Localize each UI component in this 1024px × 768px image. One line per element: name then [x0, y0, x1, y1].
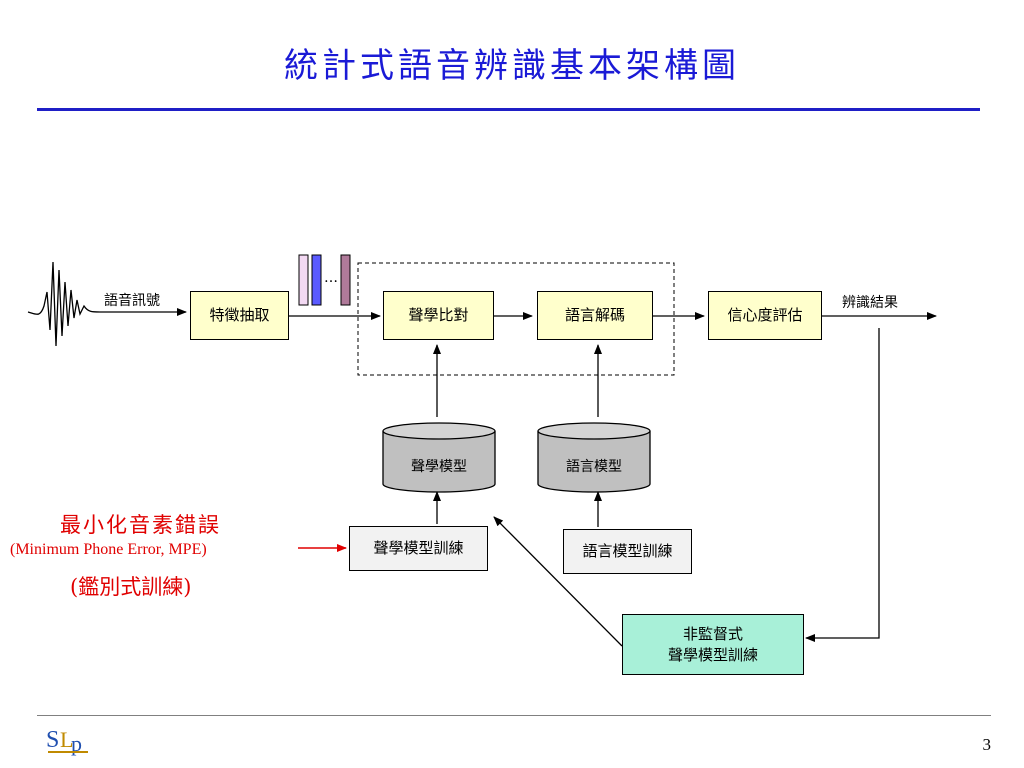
waveform-icon — [27, 261, 101, 347]
svg-text:L: L — [60, 727, 73, 752]
acoustic-model-label: 聲學模型 — [411, 459, 467, 475]
svg-text:S: S — [46, 727, 59, 753]
confidence-measure-block: 信心度評估 — [708, 291, 822, 340]
mpe-note: (鑑別式訓練) — [70, 575, 192, 599]
feature-vector — [298, 254, 309, 306]
unsupervised-line1: 非監督式 — [682, 624, 743, 643]
footer-divider — [37, 715, 991, 716]
unsupervised-line2: 聲學模型訓練 — [667, 645, 758, 664]
mpe-title: 最小化音素錯誤 — [60, 513, 221, 537]
language-model-label: 語言模型 — [566, 459, 622, 475]
title-divider — [37, 108, 980, 111]
feature-ellipsis: … — [324, 270, 338, 286]
mpe-subtitle: (Minimum Phone Error, MPE) — [10, 541, 207, 558]
feature-vector — [340, 254, 351, 306]
page-number: 3 — [982, 735, 992, 754]
unsupervised-training-block: 非監督式 聲學模型訓練 — [622, 614, 804, 675]
language-model-database — [537, 422, 651, 493]
language-decoding-block: 語言解碼 — [537, 291, 653, 340]
arrow-feedback — [805, 328, 880, 642]
feature-vector — [311, 254, 322, 306]
svg-text:p: p — [71, 731, 82, 756]
slide-title: 統計式語音辨識基本架構圖 — [284, 46, 740, 86]
slp-logo-icon: S L p — [46, 727, 88, 756]
input-label: 語音訊號 — [104, 293, 160, 309]
language-training-block: 語言模型訓練 — [563, 529, 692, 574]
acoustic-model-database — [382, 422, 496, 493]
output-label: 辨識結果 — [842, 295, 898, 311]
acoustic-matching-block: 聲學比對 — [383, 291, 494, 340]
acoustic-training-block: 聲學模型訓練 — [349, 526, 488, 571]
arrow-unsupervised-update — [493, 516, 623, 647]
decoder-region — [357, 262, 675, 376]
feature-extraction-block: 特徵抽取 — [190, 291, 289, 340]
